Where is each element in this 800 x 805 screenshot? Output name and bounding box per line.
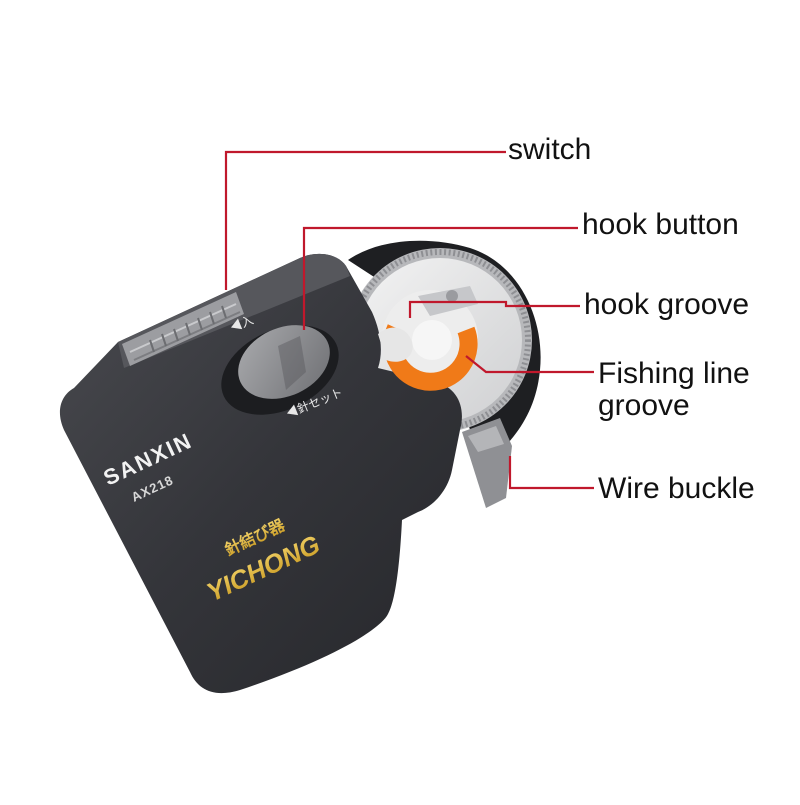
callout-wire-buckle: Wire buckle (598, 472, 755, 505)
switch-slider (122, 292, 244, 366)
callout-switch: switch (508, 133, 592, 166)
device-body (59, 253, 462, 694)
leader-hook-groove (408, 300, 580, 318)
leader-switch (224, 150, 506, 290)
hook-button (238, 325, 330, 399)
leader-wire-buckle (508, 456, 594, 490)
leader-line-groove (465, 355, 594, 374)
hook-notch (378, 327, 413, 362)
callout-fishing-line-groove-line2: groove (598, 389, 690, 422)
wire-buckle (462, 418, 512, 508)
leader-hook-button (302, 226, 578, 330)
leader-lines (224, 150, 594, 490)
callout-hook-groove: hook groove (584, 288, 750, 321)
callout-hook-button: hook button (582, 208, 739, 241)
callout-fishing-line-groove-line1: Fishing line (598, 357, 750, 390)
